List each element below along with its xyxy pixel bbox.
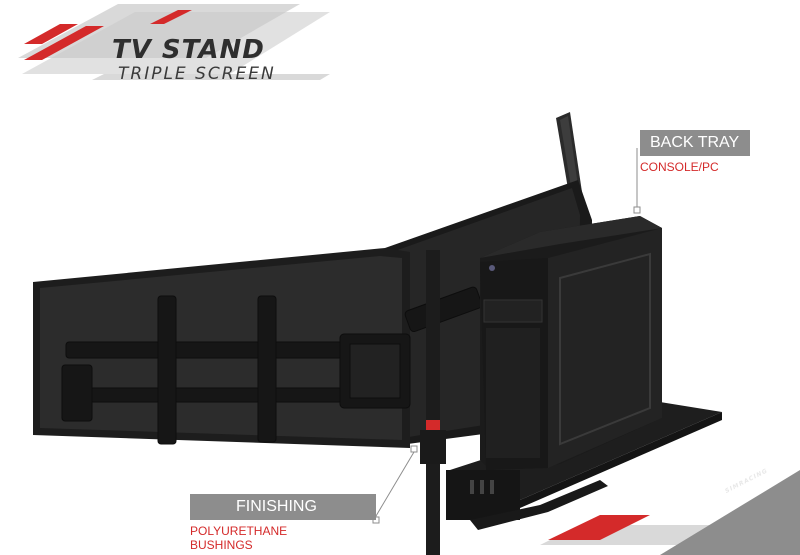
back-tray-callout-heading: BACK TRAY <box>640 130 750 156</box>
callout-leader-lines <box>372 148 641 524</box>
pc-tower <box>480 216 662 470</box>
banner-stripes <box>18 4 330 80</box>
page-title-block: TV STAND TRIPLE SCREEN <box>112 36 342 84</box>
brand-stripes <box>540 470 800 555</box>
stand-pole <box>420 250 446 555</box>
back-tray-callout-detail: CONSOLE/PC <box>640 160 719 174</box>
finishing-callout-detail-line1: POLYURETHANE <box>190 524 288 538</box>
vesa-bracket <box>61 286 483 445</box>
finishing-callout-detail-line2: BUSHINGS <box>190 538 253 552</box>
finishing-callout-heading: FINISHING <box>190 494 376 520</box>
page-subtitle: TRIPLE SCREEN <box>118 64 276 84</box>
page-title: TV STAND <box>112 35 265 65</box>
